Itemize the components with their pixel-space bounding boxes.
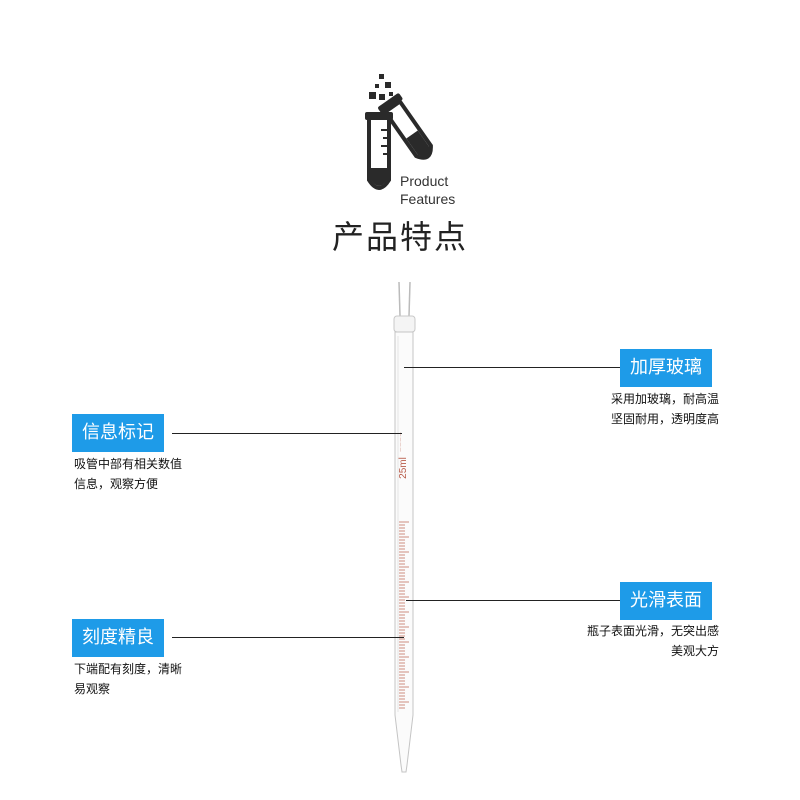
- feature-desc-thick-glass: 采用加玻璃，耐高温 坚固耐用，透明度高: [611, 389, 719, 429]
- feature-tag-fine-scale: 刻度精良: [72, 619, 164, 657]
- feature-desc-smooth-surface: 瓶子表面光滑，无突出感 美观大方: [587, 621, 719, 661]
- logo-text-features: Features: [400, 191, 456, 207]
- feature-desc-line: 下端配有刻度，清晰: [74, 662, 183, 676]
- feature-desc-line: 瓶子表面光滑，无突出感: [586, 624, 719, 638]
- feature-desc-line: 坚固耐用，透明度高: [610, 412, 719, 426]
- feature-desc-line: 吸管中部有相关数值: [74, 457, 183, 471]
- feature-desc-line: 易观察: [74, 682, 111, 696]
- leader-line-thick-glass: [404, 367, 620, 368]
- logo-text-product: Product: [400, 173, 449, 189]
- feature-desc-line: 信息，观察方便: [74, 477, 159, 491]
- feature-desc-info-mark: 吸管中部有相关数值 信息，观察方便: [74, 454, 182, 494]
- page-title: 产品特点: [331, 218, 468, 256]
- leader-line-fine-scale: [172, 637, 404, 638]
- feature-tag-info-mark: 信息标记: [72, 414, 164, 452]
- svg-text:— — — —: — — — —: [397, 432, 402, 451]
- feature-desc-line: 采用加玻璃，耐高温: [610, 392, 719, 406]
- leader-line-smooth-surface: [406, 600, 620, 601]
- feature-desc-line: 美观大方: [670, 644, 719, 658]
- feature-tag-smooth-surface: 光滑表面: [620, 582, 712, 620]
- test-tube-icon: [365, 74, 433, 190]
- leader-line-info-mark: [172, 433, 402, 434]
- graduation-scale: [399, 521, 409, 709]
- feature-tag-thick-glass: 加厚玻璃: [620, 349, 712, 387]
- feature-desc-fine-scale: 下端配有刻度，清晰 易观察: [74, 659, 182, 699]
- pipette-marking: 25ml: [398, 457, 409, 479]
- pipette-image: 25ml — — — —: [393, 281, 416, 773]
